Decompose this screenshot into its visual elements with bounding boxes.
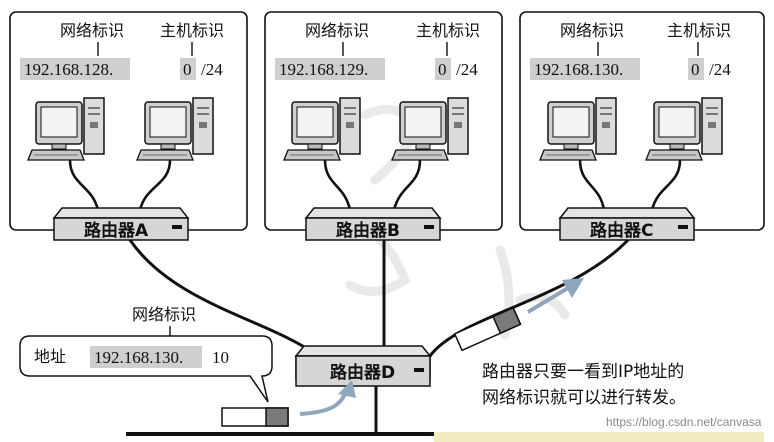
note-line-1: 路由器只要一看到IP地址的 (482, 362, 684, 382)
network-part-highlight (20, 58, 130, 80)
host-part-highlight (688, 58, 704, 80)
prefix-suffix: /24 (201, 60, 223, 79)
host-part: 0 (691, 60, 700, 79)
network-part: 192.168.129. (279, 60, 368, 79)
prefix-suffix: /24 (456, 60, 478, 79)
forward-arrow-outgoing (526, 278, 584, 314)
router-label: 路由器B (336, 220, 400, 241)
computer-icon (136, 97, 214, 161)
host-part-highlight (435, 58, 451, 80)
host-part-highlight (180, 58, 196, 80)
address-callout: 网络标识 地址 192.168.130. 10 (19, 305, 273, 403)
network-id-label: 网络标识 (560, 21, 624, 40)
packet-outgoing (453, 306, 522, 352)
callout-network-part: 192.168.130. (94, 348, 183, 367)
address-label: 地址 (34, 347, 66, 366)
packet-incoming (221, 407, 289, 427)
watermark-text: https://blog.csdn.net/canvasa (606, 415, 762, 429)
network-a-labels: 网络标识 主机标识 192.168.128. 0 /24 (20, 21, 224, 80)
network-part-highlight (530, 58, 640, 80)
forward-arrow-incoming (299, 380, 356, 416)
router-b: 路由器B (305, 207, 441, 241)
computer-icon (27, 97, 105, 161)
network-c-labels: 网络标识 主机标识 192.168.130. 0 /24 (530, 21, 731, 80)
network-part: 192.168.128. (24, 60, 113, 79)
host-id-label: 主机标识 (667, 21, 731, 40)
host-part: 0 (183, 60, 192, 79)
host-id-label: 主机标识 (160, 21, 224, 40)
watermark-band (434, 432, 764, 442)
router-label: 路由器A (84, 220, 149, 241)
router-label: 路由器D (330, 362, 395, 383)
backbone-links (128, 238, 630, 436)
router-label: 路由器C (590, 220, 653, 241)
computer-icon (645, 97, 723, 161)
host-id-label: 主机标识 (416, 21, 480, 40)
callout-host-part: 10 (212, 348, 229, 367)
computer-icon (391, 97, 469, 161)
callout-network-highlight (90, 346, 202, 368)
network-part-highlight (275, 58, 385, 80)
network-b-labels: 网络标识 主机标识 192.168.129. 0 /24 (275, 21, 480, 80)
host-part: 0 (438, 60, 447, 79)
note-line-2: 网络标识就可以进行转发。 (482, 388, 686, 408)
network-id-label: 网络标识 (305, 21, 369, 40)
computer-icon (283, 97, 361, 161)
computer-icon (539, 97, 617, 161)
network-id-label: 网络标识 (60, 21, 124, 40)
lan-cables (68, 158, 682, 212)
router-c: 路由器C (559, 207, 695, 241)
network-part: 192.168.130. (534, 60, 623, 79)
router-a: 路由器A (53, 207, 189, 241)
router-d: 路由器D (295, 345, 431, 387)
prefix-suffix: /24 (709, 60, 731, 79)
callout-network-id-label: 网络标识 (132, 305, 196, 324)
